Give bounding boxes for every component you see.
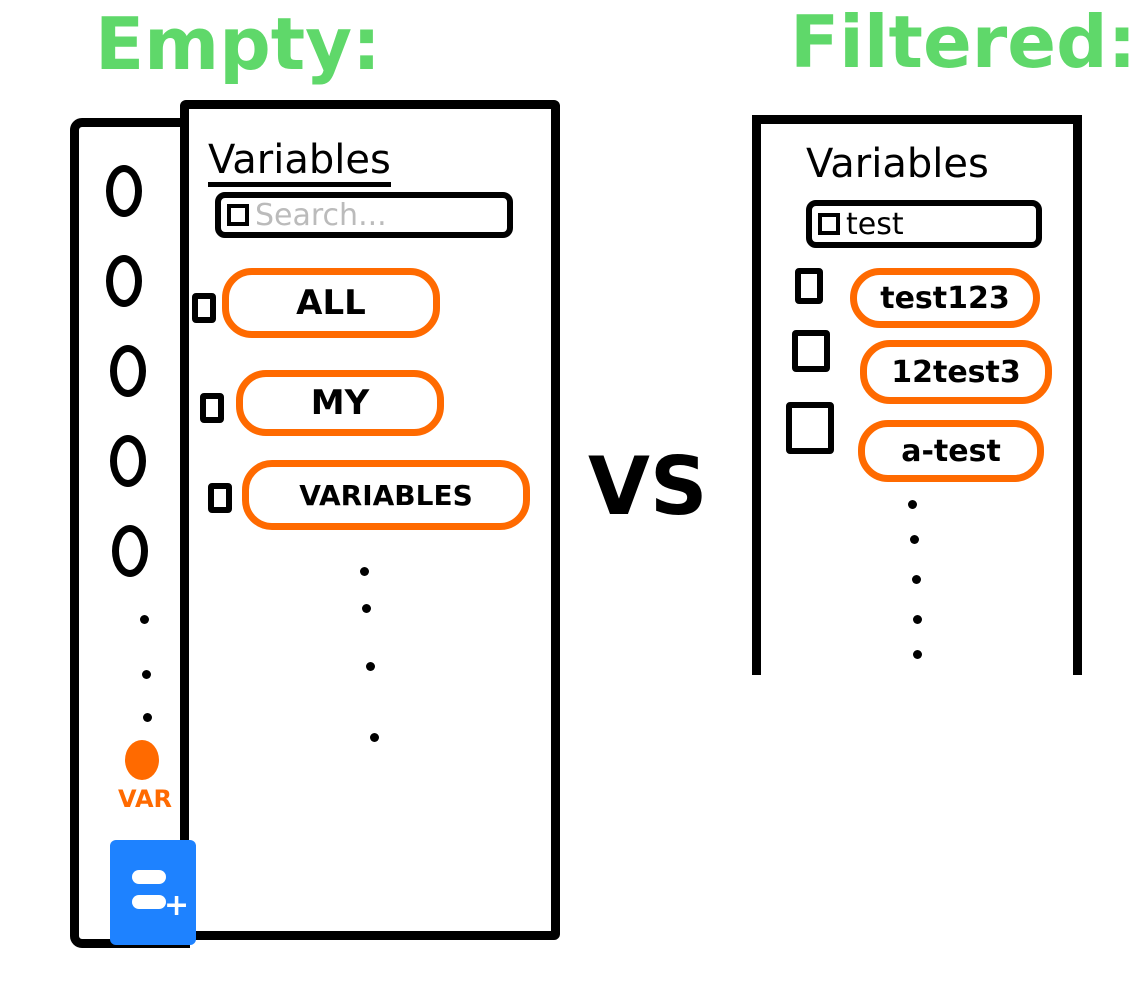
list-item[interactable]: test123 [850,268,1040,328]
ellipsis-dot [142,670,151,679]
checkbox[interactable] [786,402,834,454]
panel-title: Variables [208,138,391,187]
search-input[interactable]: test [806,200,1042,248]
variables-panel [752,115,1082,675]
search-icon [227,204,249,226]
ellipsis-dot [913,650,922,659]
ellipsis-dot [143,713,152,722]
ellipsis-dot [362,604,371,613]
ellipsis-dot [370,733,379,742]
sidebar-icon[interactable] [106,165,142,217]
ellipsis-dot [140,615,149,624]
ellipsis-dot [912,575,921,584]
sidebar-icon[interactable] [110,435,146,487]
plus-icon: + [164,888,190,923]
variable-icon [125,740,159,780]
search-input[interactable]: Search... [215,192,513,238]
sidebar-icon[interactable] [110,345,146,397]
search-placeholder: Search... [255,197,387,233]
checkbox[interactable] [208,483,232,513]
checkbox[interactable] [795,268,823,304]
list-item[interactable]: 12test3 [860,340,1052,404]
ellipsis-dot [913,615,922,624]
ellipsis-dot [360,567,369,576]
list-icon [132,870,166,884]
checkbox[interactable] [200,393,224,423]
ellipsis-dot [908,500,917,509]
search-value: test [846,206,904,242]
list-icon [132,895,166,909]
var-label: VAR [118,785,172,813]
list-item[interactable]: MY [236,370,444,436]
search-icon [818,213,840,235]
list-item[interactable]: VARIABLES [242,460,530,530]
list-item[interactable]: ALL [222,268,440,338]
vs-label: VS [588,440,708,533]
variables-panel [180,100,560,940]
panel-title: Variables [806,141,989,187]
sidebar-icon[interactable] [112,525,148,577]
sidebar-icon[interactable] [106,255,142,307]
empty-heading: Empty: [95,2,381,86]
checkbox[interactable] [792,330,830,372]
list-item[interactable]: a-test [858,420,1044,482]
ellipsis-dot [366,662,375,671]
checkbox[interactable] [192,293,216,323]
ellipsis-dot [910,535,919,544]
filtered-heading: Filtered: [790,0,1137,84]
add-variable-button[interactable]: + [110,840,196,945]
